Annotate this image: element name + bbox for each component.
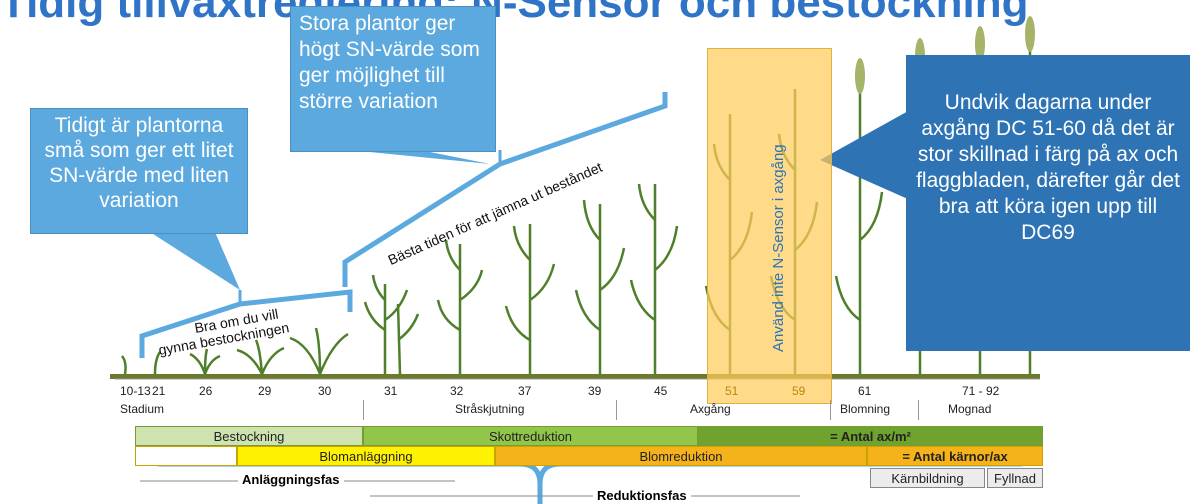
- bar-blomanlaggning: Blomanläggning: [237, 446, 495, 466]
- bar-karnbildning: Kärnbildning: [870, 468, 985, 488]
- bar-antal-karnor: = Antal kärnor/ax: [867, 446, 1043, 466]
- stage-51: 51: [725, 384, 739, 398]
- phase-axgang: Axgång: [690, 402, 731, 416]
- callout-avoid-heading: Undvik dagarna under axgång DC 51-60 då …: [906, 55, 1190, 351]
- stage-39: 39: [588, 384, 602, 398]
- phase-mognad: Mognad: [948, 402, 992, 416]
- stage-32: 32: [450, 384, 464, 398]
- stage-26: 26: [199, 384, 213, 398]
- bar-blomreduktion: Blomreduktion: [495, 446, 867, 466]
- avoid-band-label: Använd inte N-Sensor i axgång: [770, 144, 787, 352]
- bar-bestockning: Bestockning: [135, 426, 363, 446]
- bar-skottreduktion: Skottreduktion: [363, 426, 698, 446]
- bar-antal-ax: = Antal ax/m²: [698, 426, 1043, 446]
- callout-early-plants: Tidigt är plantorna små som ger ett lite…: [30, 108, 248, 234]
- ground-line: [110, 374, 1040, 379]
- stage-59: 59: [792, 384, 806, 398]
- callout-large-plants: Stora plantor ger högt SN-värde som ger …: [290, 6, 496, 152]
- stage-29: 29: [258, 384, 272, 398]
- stage-45: 45: [654, 384, 668, 398]
- bar-fyllnad: Fyllnad: [987, 468, 1043, 488]
- stage-10-13: 10-13: [120, 384, 151, 398]
- phase-blomning: Blomning: [840, 402, 891, 416]
- callout-avoid-tail: [820, 110, 910, 200]
- page-title: Tidig tillväxtreglering: N-Sensor och be…: [0, 0, 1029, 27]
- bracket-ticks: [238, 150, 502, 304]
- fas-reduktion: Reduktionsfas: [593, 488, 691, 503]
- callout-big-tail: [350, 150, 490, 164]
- phase-stadium: Stadium: [120, 402, 165, 416]
- stage-30: 30: [318, 384, 332, 398]
- stage-37: 37: [518, 384, 532, 398]
- stage-71-92: 71 - 92: [962, 384, 1000, 398]
- stage-21: 21: [152, 384, 166, 398]
- stage-31: 31: [384, 384, 398, 398]
- avoid-heading-band: [707, 48, 832, 404]
- phase-straskjutning: Stråskjutning: [455, 402, 525, 416]
- callout-early-tail: [150, 232, 240, 290]
- stage-61: 61: [858, 384, 872, 398]
- bar-empty: [135, 446, 237, 466]
- fas-anlaggning: Anläggningsfas: [238, 472, 344, 487]
